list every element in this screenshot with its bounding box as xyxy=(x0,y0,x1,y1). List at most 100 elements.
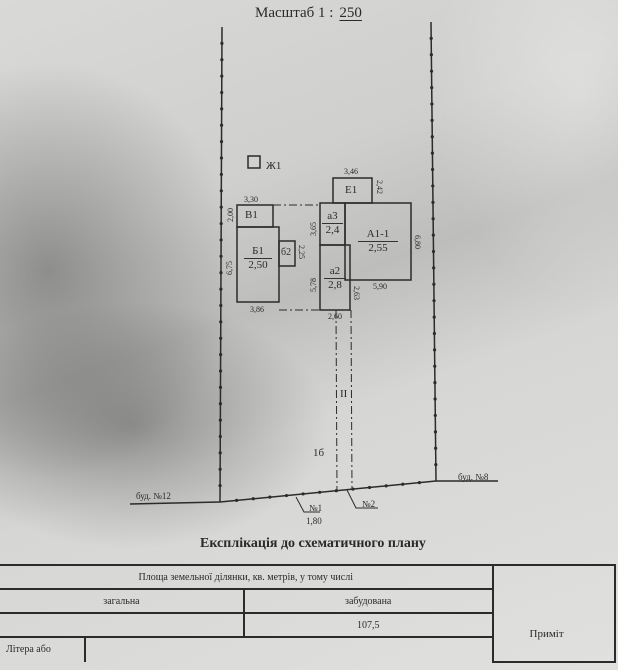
boundary-dot xyxy=(219,254,223,258)
dim-b1-width: 3,86 xyxy=(250,305,264,314)
boundary-dot xyxy=(318,490,322,494)
boundary-dot xyxy=(367,485,372,490)
building-v1-label: В1 xyxy=(245,209,258,221)
boundary-dot xyxy=(430,135,434,139)
scale-text: Масштаб 1 : xyxy=(255,5,334,21)
dim-a1-width: 5,90 xyxy=(373,282,387,291)
boundary-dot xyxy=(433,413,437,418)
scale-value: 250 xyxy=(339,5,362,21)
boundary-dot xyxy=(431,233,435,237)
well-label-text: Ж1 xyxy=(266,160,282,172)
boundary-dot xyxy=(251,497,255,501)
boundary-dot xyxy=(334,489,338,493)
boundary-dot xyxy=(432,282,436,286)
boundary-dot xyxy=(220,74,224,78)
building-a1-label: А1-1 2,55 xyxy=(358,228,398,255)
boundary-dot xyxy=(430,85,434,90)
dim-a1-height: 6,80 xyxy=(413,235,422,249)
boundary-dot xyxy=(431,184,435,188)
boundary-dot xyxy=(301,492,305,496)
boundary-dot xyxy=(219,140,224,144)
scale-label: Масштаб 1 : 250 xyxy=(255,5,368,22)
boundary-dot xyxy=(220,58,224,62)
dim-a2-height: 5,78 xyxy=(309,278,318,292)
boundary-dot xyxy=(218,418,222,422)
building-b1-height: 2,50 xyxy=(248,259,268,271)
explication-title: Експлікація до схематичного плану xyxy=(200,536,426,551)
street-line-left xyxy=(129,501,221,505)
boundary-dot xyxy=(432,299,436,303)
building-a1-height: 2,55 xyxy=(368,242,388,254)
gate-line-1 xyxy=(335,309,338,491)
boundary-dot xyxy=(219,303,223,308)
boundary-dot xyxy=(220,41,224,45)
building-a2-label: а2 2,8 xyxy=(324,265,346,292)
boundary-dot xyxy=(219,189,223,193)
gate-zone-label: II xyxy=(340,388,348,400)
building-e1-label: Е1 xyxy=(345,184,358,196)
boundary-dot xyxy=(218,484,222,488)
boundary-dot xyxy=(434,463,438,467)
boundary-dot xyxy=(220,107,224,111)
dim-b2: 2,25 xyxy=(297,245,306,259)
boundary-dot xyxy=(401,482,405,486)
boundary-dot xyxy=(432,266,436,270)
col-built: забудована xyxy=(242,588,494,614)
boundary-dot xyxy=(220,90,224,95)
neighbor-right-label: буд. №8 xyxy=(458,472,489,482)
boundary-dot xyxy=(384,484,388,488)
letter-row: Літера або xyxy=(0,636,494,662)
photo-highlight xyxy=(430,0,618,300)
building-a2-letter: а2 xyxy=(324,265,346,279)
boundary-dot xyxy=(218,467,222,471)
boundary-dot xyxy=(433,430,438,434)
boundary-dot xyxy=(219,336,223,340)
photo-shadow xyxy=(0,60,240,480)
total-value xyxy=(0,612,245,638)
dim-v1-width: 3,30 xyxy=(244,195,258,204)
area-header: Площа земельної ділянки, кв. метрів, у т… xyxy=(0,564,494,590)
letter-col: Літера або xyxy=(0,638,86,662)
boundary-dot xyxy=(429,53,433,57)
boundary-dot xyxy=(235,498,239,502)
boundary-dot xyxy=(268,495,272,499)
boundary-dot xyxy=(434,446,438,450)
boundary-dot xyxy=(219,205,223,209)
neighbor-left-label: буд. №12 xyxy=(136,491,171,501)
boundary-dot xyxy=(218,385,223,389)
notes-header: Приміт xyxy=(491,564,616,663)
boundary-dot xyxy=(430,151,435,155)
boundary-dot xyxy=(433,397,437,401)
explication-table: Площа земельної ділянки, кв. метрів, у т… xyxy=(0,564,616,663)
street-boundary xyxy=(219,480,437,503)
boundary-dot xyxy=(431,217,435,221)
boundary-dot xyxy=(430,102,434,106)
gate-line-2 xyxy=(350,309,353,490)
photo-shadow xyxy=(0,300,330,550)
building-a2-height: 2,8 xyxy=(328,279,342,291)
boundary-dot xyxy=(431,249,436,254)
boundary-dot xyxy=(218,451,222,455)
building-b1-label: Б1 2,50 xyxy=(244,245,272,272)
boundary-dot xyxy=(219,221,223,226)
boundary-dot xyxy=(218,402,223,406)
boundary-dot xyxy=(219,287,223,291)
boundary-dot xyxy=(219,352,223,357)
boundary-dot xyxy=(219,156,224,160)
yard-label: 1б xyxy=(313,447,325,459)
building-a3-label: а3 2,4 xyxy=(322,210,343,237)
building-b2 xyxy=(278,240,296,267)
building-a1-letter: А1-1 xyxy=(358,228,398,242)
well-symbol xyxy=(247,155,261,169)
boundary-left xyxy=(219,26,223,503)
boundary-dot xyxy=(429,36,433,40)
boundary-dot xyxy=(219,320,223,324)
dim-a2-side: 2,63 xyxy=(352,286,361,300)
dim-e1-height: 2,42 xyxy=(375,180,384,194)
building-a3-letter: а3 xyxy=(322,210,343,224)
boundary-dot xyxy=(219,238,223,242)
boundary-dot xyxy=(429,69,434,73)
dim-v1-height: 2,00 xyxy=(226,208,235,222)
building-a1 xyxy=(344,202,412,281)
